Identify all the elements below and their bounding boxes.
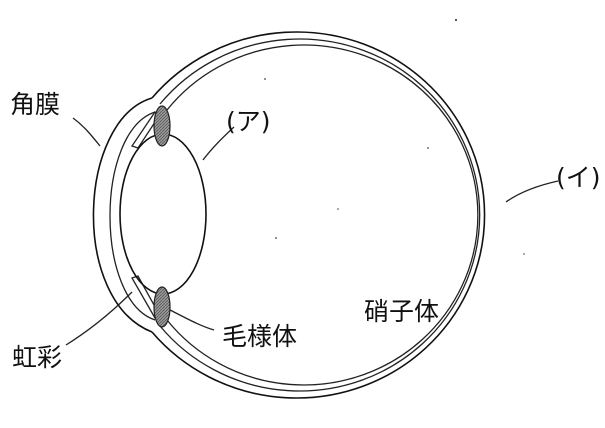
retina-leader-line [505, 180, 559, 203]
retina-layer [166, 44, 479, 386]
iris-leader-line [65, 291, 133, 346]
ciliary-body-lower [153, 286, 171, 328]
eyeball-outer-wall [151, 31, 486, 399]
ciliary-body-upper [153, 105, 171, 147]
label-ciliary-body: 毛様体 [222, 322, 297, 351]
eyeball-middle-wall [159, 38, 481, 392]
cornea-inner [109, 111, 156, 321]
cornea-leader-line [72, 117, 101, 147]
label-retina-marker: (イ) [556, 163, 601, 192]
lens-leader-line [202, 126, 235, 161]
ciliary-body-leader-line [169, 309, 215, 331]
label-vitreous-body: 硝子体 [364, 297, 439, 326]
label-cornea: 角膜 [10, 90, 60, 119]
lens [119, 133, 207, 295]
label-lens-marker: (ア) [226, 107, 271, 136]
label-iris: 虹彩 [12, 343, 62, 372]
scan-speckles [264, 18, 525, 255]
cornea-outer [92, 97, 153, 333]
